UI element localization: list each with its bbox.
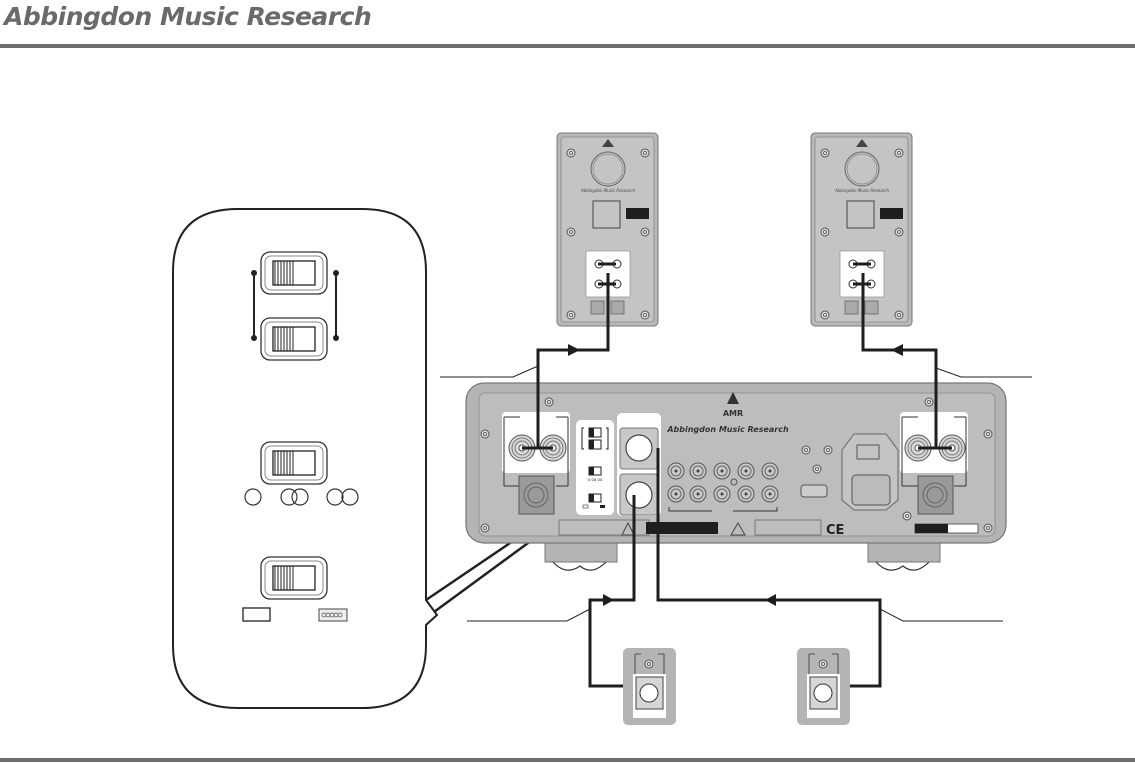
arrow-right-icon [568, 344, 580, 356]
speakon-left [518, 475, 555, 515]
bracket-left-icon [251, 270, 257, 341]
inset-detail-panel [172, 208, 574, 709]
svg-text:o oo oo: o oo oo [588, 477, 603, 482]
mode-rect-on-icon [318, 608, 348, 622]
svg-text:AMR: AMR [723, 409, 743, 418]
speaker-right: Abbingdon Music Research [810, 132, 913, 327]
ce-mark: CE [826, 523, 844, 538]
svg-text:Abbingdon Music Research: Abbingdon Music Research [666, 425, 789, 434]
svg-text:Abbingdon Music Research: Abbingdon Music Research [580, 188, 636, 193]
speaker-logo-icon [602, 139, 614, 147]
slide-switch-3 [260, 441, 328, 485]
serial-port [800, 484, 828, 498]
serial-label [646, 522, 718, 534]
amp-logo-icon [727, 392, 739, 404]
xlr-input-2 [625, 481, 653, 509]
arrow-left-icon [765, 594, 776, 606]
slide-switch-1 [260, 251, 328, 295]
warning-icon [621, 521, 635, 536]
xlr-input-1 [625, 434, 653, 462]
xlr-source-left [623, 648, 676, 725]
mode-circles-icon [244, 488, 359, 506]
header-rule [0, 44, 1135, 48]
amp-foot-left [544, 541, 618, 563]
callout-lines [440, 365, 1032, 622]
brand-logo: Abbingdon Music Research [4, 2, 372, 31]
amplifier-rear-panel: o oo oo AMR Abbingdon Music Research [465, 382, 1007, 571]
speaker-left: Abbingdon Music Research [556, 132, 659, 327]
slide-switch-4 [260, 556, 328, 600]
cable-xlr-right [656, 448, 882, 688]
arrow-right-icon [603, 594, 614, 606]
cable-xlr-left [588, 495, 646, 688]
caution-icon [730, 522, 746, 536]
footer-rule [0, 758, 1135, 762]
speaker-logo-icon [856, 139, 868, 147]
svg-text:Abbingdon Music Research: Abbingdon Music Research [834, 188, 890, 193]
xlr-source-right [797, 648, 850, 725]
amp-foot-right [867, 541, 941, 563]
bracket-right-icon [333, 270, 339, 341]
xlr-output-left [639, 683, 659, 703]
slide-switch-2 [260, 317, 328, 361]
arrow-left-icon [891, 344, 903, 356]
xlr-output-right [813, 683, 833, 703]
mode-rect-off-icon [242, 607, 271, 622]
